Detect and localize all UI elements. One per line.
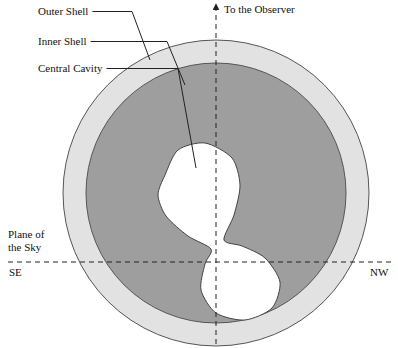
- part-label: Outer Shell: [38, 5, 88, 18]
- part-label: Inner Shell: [38, 35, 87, 48]
- direction-label: NW: [370, 266, 388, 279]
- direction-label: SE: [9, 266, 22, 279]
- outer-shell: [63, 40, 369, 346]
- plane-of-sky-axis: [8, 262, 392, 263]
- observer-axis: [216, 4, 217, 344]
- part-label: Central Cavity: [38, 62, 102, 75]
- leader-line: [106, 69, 196, 169]
- central-cavity: [158, 143, 280, 320]
- inner-shell: [86, 63, 346, 323]
- axis-label: Plane of the Sky: [8, 228, 58, 254]
- axis-label: To the Observer: [224, 3, 295, 16]
- leader-line: [92, 12, 150, 61]
- leader-line: [91, 42, 185, 86]
